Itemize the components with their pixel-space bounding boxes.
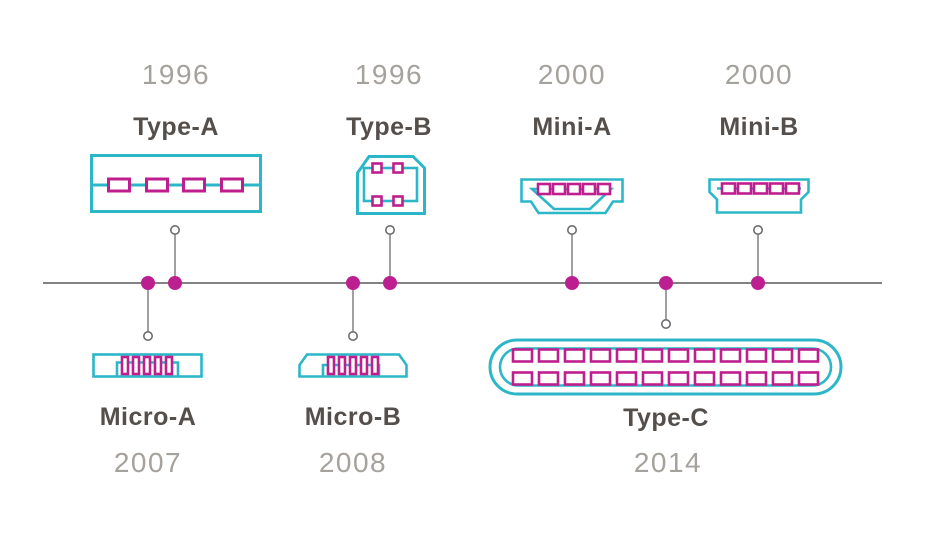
endpoint-circle-icon bbox=[347, 330, 358, 341]
type-a-year: 1996 bbox=[141, 59, 211, 90]
type-c-pins bbox=[511, 348, 820, 386]
timeline-dot bbox=[141, 276, 155, 290]
endpoint-circle-icon bbox=[752, 225, 763, 236]
mini-b-connector-icon bbox=[708, 178, 810, 214]
endpoint-circle-icon bbox=[170, 225, 181, 236]
timeline-marker-micro-b bbox=[346, 276, 360, 341]
timeline-dot bbox=[168, 276, 182, 290]
timeline-marker-micro-a bbox=[141, 276, 155, 341]
micro-b-year: 2008 bbox=[318, 447, 388, 478]
type-c-connector-icon bbox=[488, 338, 843, 396]
endpoint-circle-icon bbox=[566, 225, 577, 236]
timeline-marker-mini-b bbox=[751, 225, 765, 290]
timeline-dot bbox=[659, 276, 673, 290]
timeline-marker-mini-a bbox=[565, 225, 579, 290]
type-b-label: Type-B bbox=[346, 113, 432, 141]
timeline-dot bbox=[383, 276, 397, 290]
mini-a-label: Mini-A bbox=[532, 113, 612, 141]
timeline-marker-type-a bbox=[168, 225, 182, 290]
mini-a-connector-icon bbox=[520, 178, 624, 215]
micro-b-label: Micro-B bbox=[304, 403, 402, 431]
timeline-dot bbox=[346, 276, 360, 290]
mini-b-year: 2000 bbox=[724, 59, 794, 90]
type-c-label: Type-C bbox=[623, 404, 709, 432]
type-c-year: 2014 bbox=[633, 447, 703, 478]
mini-b-label: Mini-B bbox=[719, 113, 799, 141]
mini-a-year: 2000 bbox=[537, 59, 607, 90]
timeline-dot bbox=[565, 276, 579, 290]
timeline-dot bbox=[751, 276, 765, 290]
type-a-connector-icon bbox=[90, 154, 262, 213]
timeline-marker-type-b bbox=[383, 225, 397, 290]
micro-b-connector-icon bbox=[298, 353, 408, 378]
micro-a-connector-icon bbox=[92, 353, 203, 378]
micro-a-year: 2007 bbox=[113, 447, 183, 478]
timeline-marker-type-c bbox=[659, 276, 673, 329]
micro-a-label: Micro-A bbox=[99, 403, 197, 431]
endpoint-circle-icon bbox=[660, 318, 671, 329]
type-b-connector-icon bbox=[356, 155, 426, 215]
type-b-year: 1996 bbox=[354, 59, 424, 90]
endpoint-circle-icon bbox=[143, 330, 154, 341]
type-a-label: Type-A bbox=[133, 113, 219, 141]
endpoint-circle-icon bbox=[384, 225, 395, 236]
